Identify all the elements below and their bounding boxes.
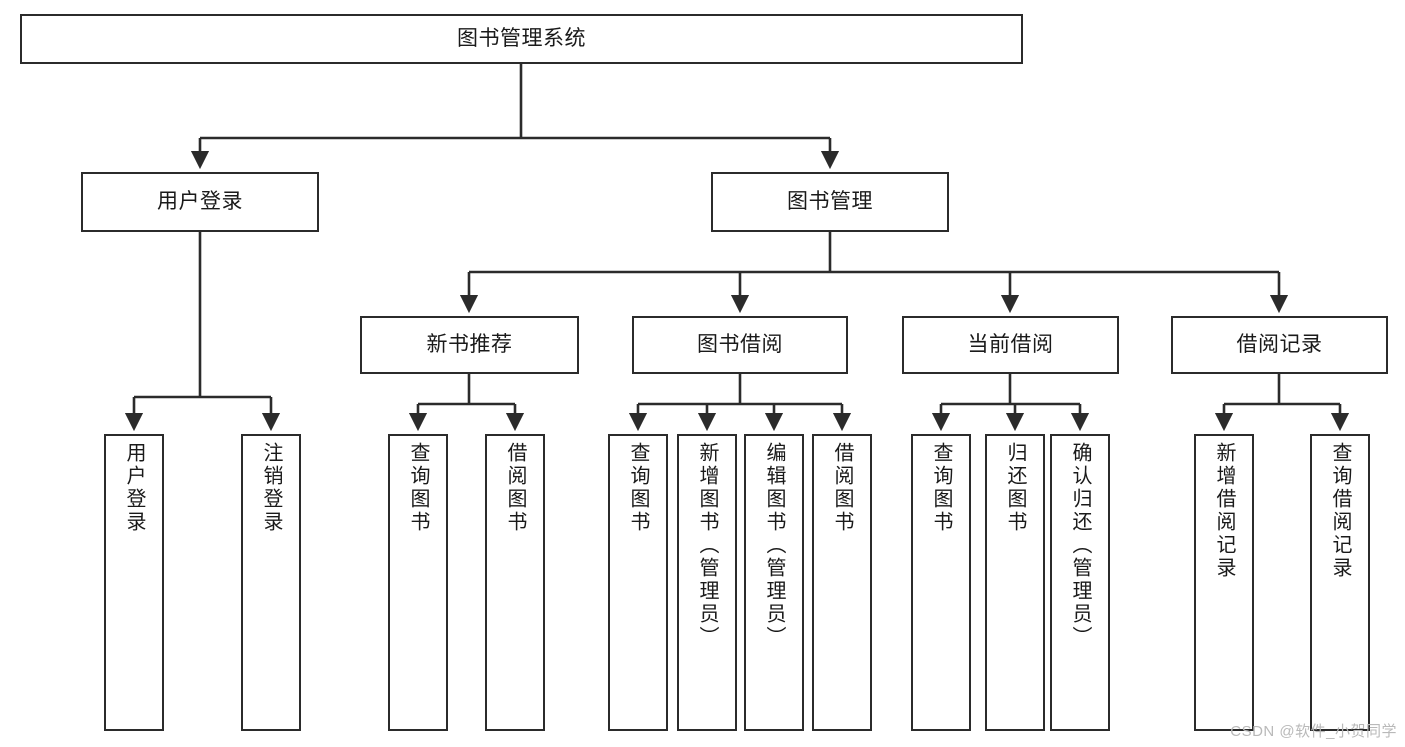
node-leaf-add-book[interactable]: 新增图书（管理员） [677,434,737,731]
node-borrow-record[interactable]: 借阅记录 [1171,316,1388,374]
node-book-management-label: 图书管理 [787,189,873,213]
node-leaf-borrow-book-2[interactable]: 借阅图书 [812,434,872,731]
node-leaf-confirm-return[interactable]: 确认归还（管理员） [1050,434,1110,731]
node-user-login[interactable]: 用户登录 [81,172,319,232]
node-root[interactable]: 图书管理系统 [20,14,1023,64]
node-leaf-query-book-3[interactable]: 查询图书 [911,434,971,731]
node-root-label: 图书管理系统 [457,26,586,50]
node-leaf-query-borrow-record[interactable]: 查询借阅记录 [1310,434,1370,731]
node-leaf-logout-label: 注销登录 [260,442,282,534]
node-leaf-user-login[interactable]: 用户登录 [104,434,164,731]
node-leaf-logout[interactable]: 注销登录 [241,434,301,731]
node-leaf-confirm-return-label: 确认归还（管理员） [1069,442,1091,649]
node-book-management[interactable]: 图书管理 [711,172,949,232]
node-leaf-query-book-2[interactable]: 查询图书 [608,434,668,731]
node-current-borrow-label: 当前借阅 [967,332,1054,356]
node-user-login-label: 用户登录 [157,189,243,213]
node-leaf-add-borrow-record-label: 新增借阅记录 [1213,442,1235,580]
node-leaf-add-borrow-record[interactable]: 新增借阅记录 [1194,434,1254,731]
node-leaf-borrow-book-1-label: 借阅图书 [504,442,526,534]
csdn-watermark: CSDN @软件_小贺同学 [1230,723,1397,740]
node-new-book-recommend[interactable]: 新书推荐 [360,316,579,374]
node-current-borrow[interactable]: 当前借阅 [902,316,1119,374]
node-leaf-query-book-3-label: 查询图书 [930,442,952,534]
node-leaf-borrow-book-1[interactable]: 借阅图书 [485,434,545,731]
node-borrow-record-label: 借阅记录 [1236,332,1323,356]
node-book-borrow[interactable]: 图书借阅 [632,316,848,374]
node-book-borrow-label: 图书借阅 [697,332,783,356]
node-leaf-query-book-2-label: 查询图书 [627,442,649,534]
node-leaf-edit-book[interactable]: 编辑图书（管理员） [744,434,804,731]
node-leaf-borrow-book-2-label: 借阅图书 [831,442,853,534]
node-leaf-add-book-label: 新增图书（管理员） [696,442,718,649]
node-leaf-query-book-1-label: 查询图书 [407,442,429,534]
node-leaf-edit-book-label: 编辑图书（管理员） [763,442,785,649]
node-new-book-recommend-label: 新书推荐 [426,332,513,356]
node-leaf-user-login-label: 用户登录 [123,442,145,534]
node-leaf-return-book[interactable]: 归还图书 [985,434,1045,731]
node-leaf-return-book-label: 归还图书 [1004,442,1026,534]
node-leaf-query-book-1[interactable]: 查询图书 [388,434,448,731]
node-leaf-query-borrow-record-label: 查询借阅记录 [1329,442,1351,580]
